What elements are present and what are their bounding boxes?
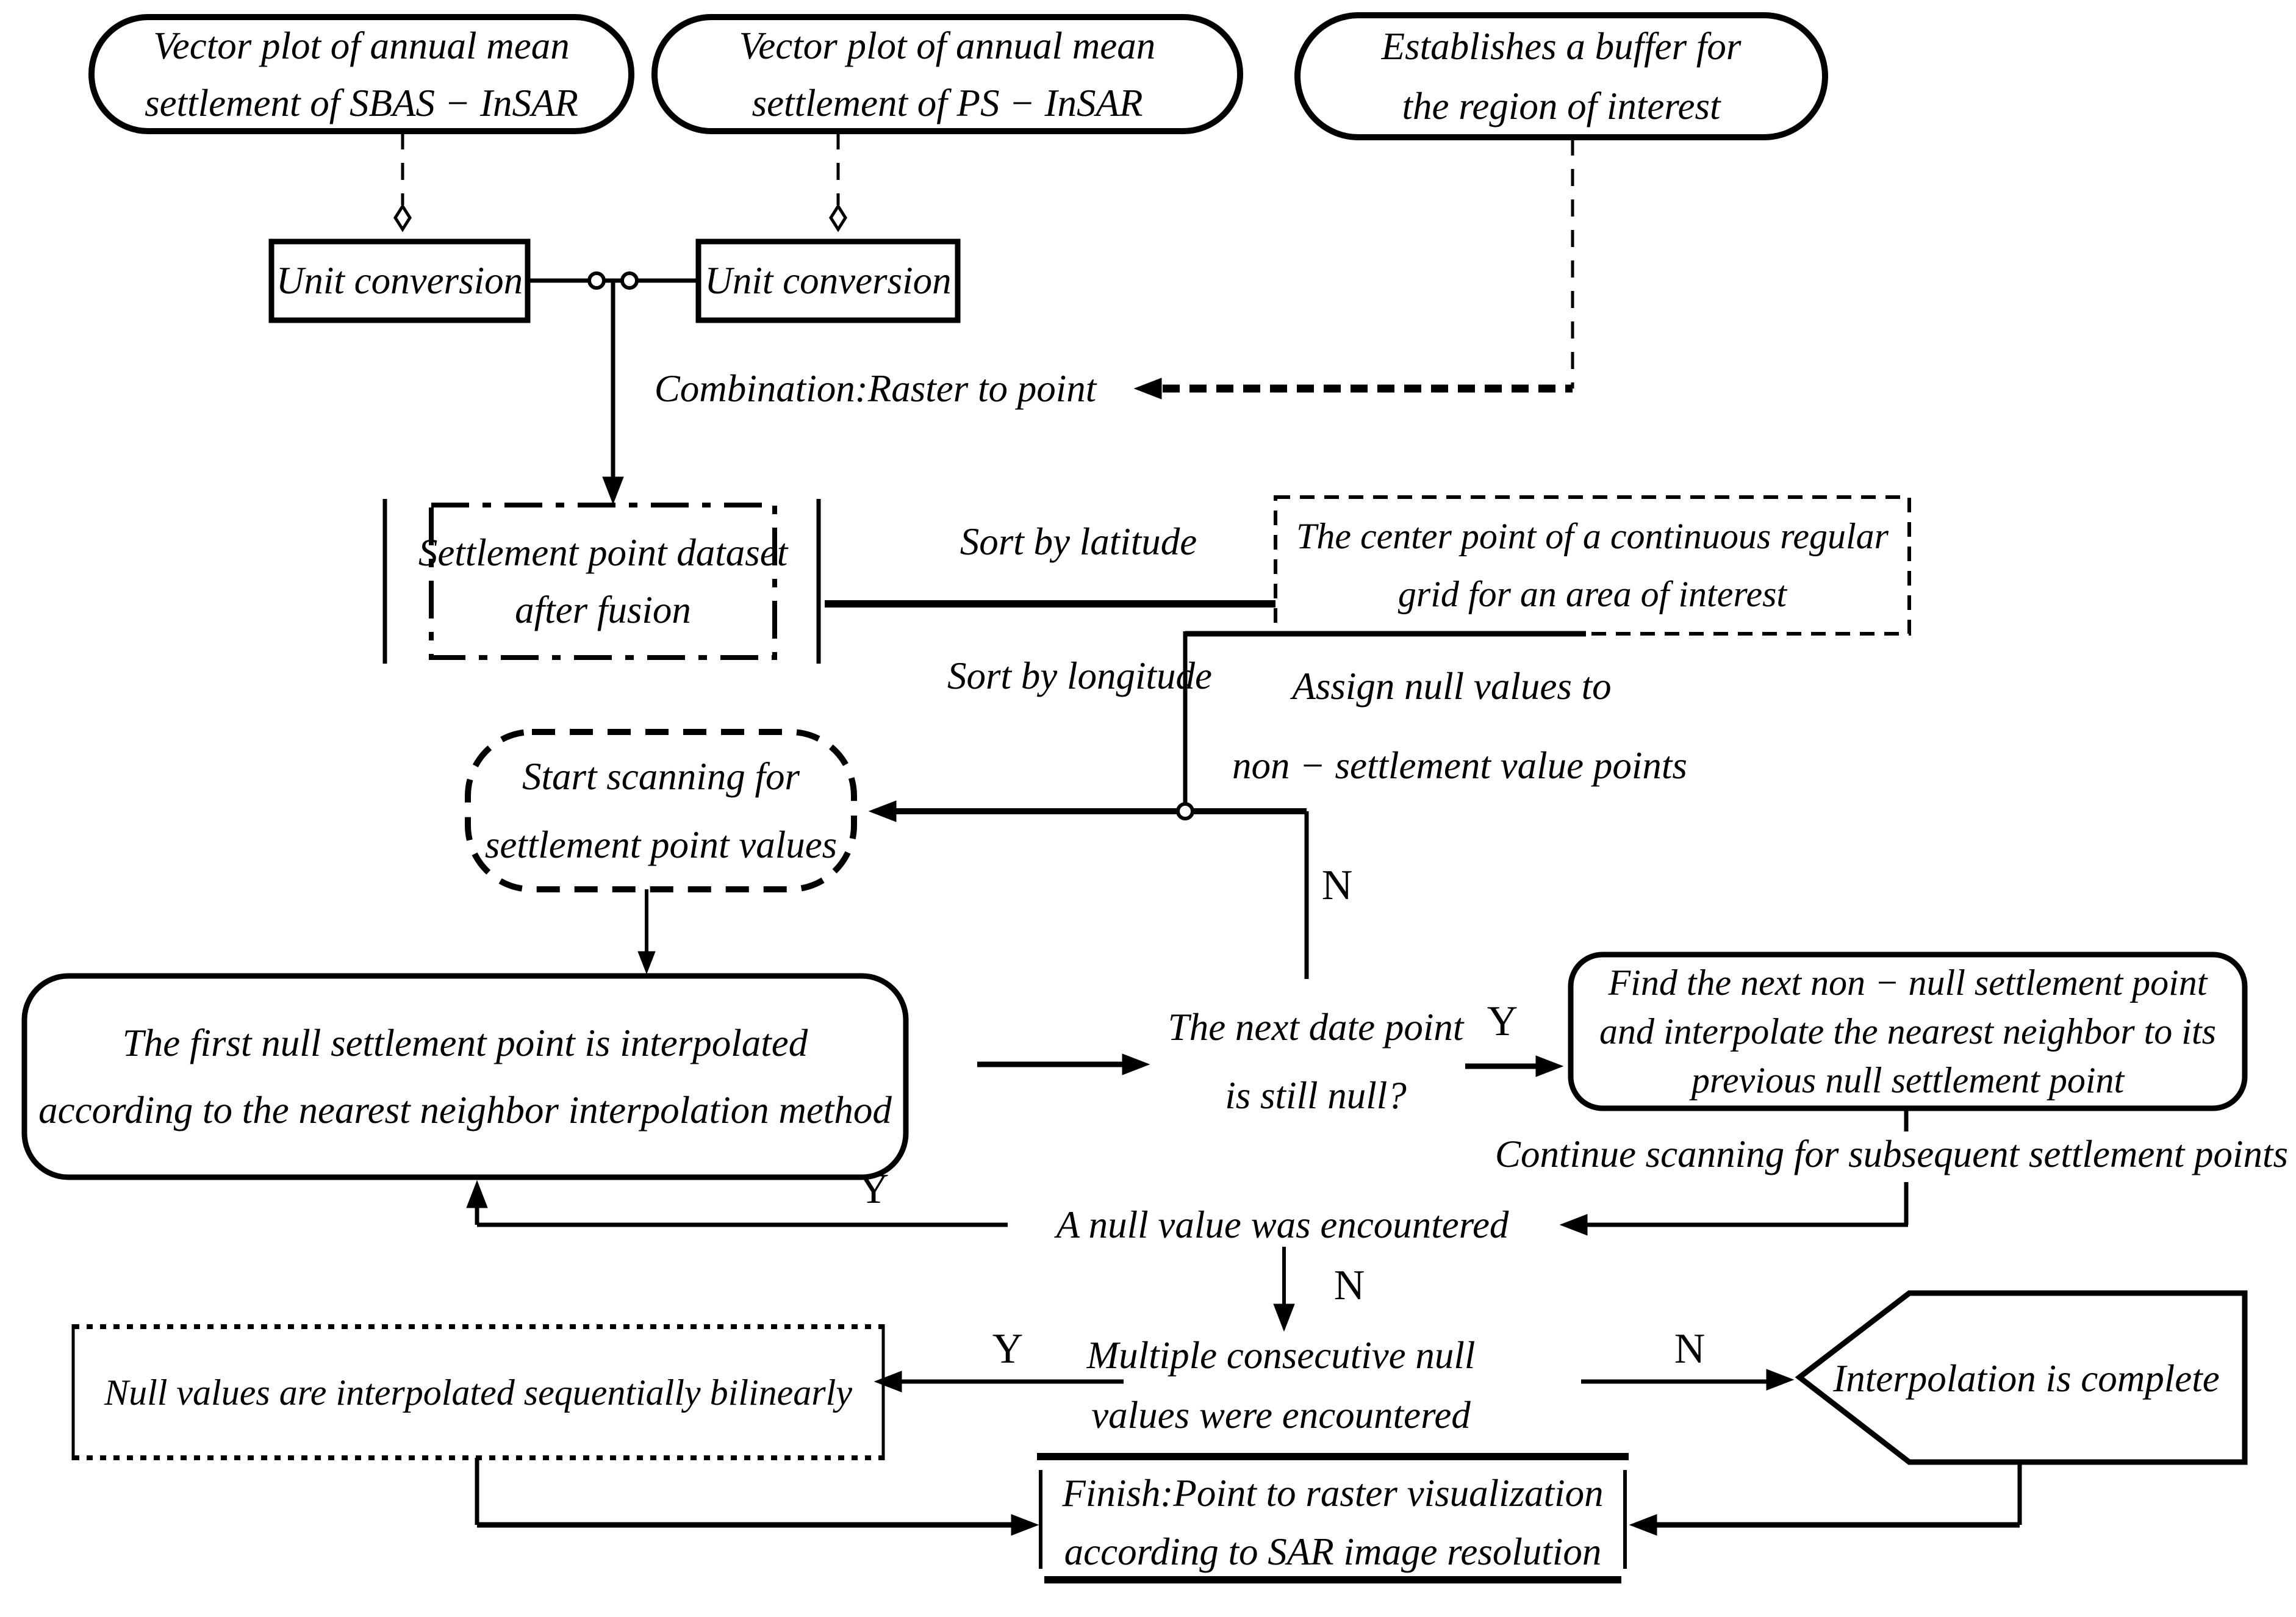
multiple-null-question-label: Multiple consecutive null values were en… (1086, 1334, 1476, 1436)
unit1-box-label: Unit conversion (276, 259, 523, 302)
first-null-box-shape (21, 973, 909, 1180)
buffer-box-shape (1294, 12, 1828, 140)
sort-latitude-label: Sort by latitude (960, 520, 1197, 563)
ps-diamond-arrowhead (829, 203, 847, 232)
up-arrowhead (466, 1180, 488, 1208)
left-arrowhead (874, 1371, 902, 1393)
edge-label-y-bilinear: Y (992, 1325, 1024, 1372)
left-arrowhead (1133, 378, 1162, 400)
find-next-box-label: Find the next non − null settlement poin… (1599, 963, 2216, 1100)
down-arrowhead (637, 951, 656, 975)
junction-circle (1176, 802, 1194, 820)
combination-label: Combination:Raster to point (654, 367, 1097, 410)
down-arrowhead (602, 476, 624, 505)
scan-box-label: Start scanning for settlement point valu… (484, 755, 838, 866)
unit1-box-shape (268, 238, 531, 323)
complete-pentagon-label: Interpolation is complete (1833, 1357, 2220, 1400)
assign-null-label-line1: Assign null values to (1292, 665, 1612, 708)
next-null-question-label: The next date point is still null? (1168, 1006, 1464, 1117)
edge-label-n-complete: N (1674, 1325, 1706, 1372)
assign-null-label-line2: non − settlement value points (1232, 744, 1687, 787)
edge-label-n-multiple: N (1333, 1262, 1365, 1309)
junction-circle (620, 271, 639, 290)
junction-circle (587, 271, 606, 290)
fusion-box-shape (429, 503, 777, 660)
right-arrowhead (1011, 1514, 1039, 1536)
sbas-box-shape (88, 14, 634, 134)
finish-box-label: Finish:Point to raster visualization acc… (1062, 1472, 1604, 1573)
unit2-box-label: Unit conversion (705, 259, 952, 302)
sbas-box-label: Vector plot of annual mean settlement of… (145, 24, 578, 124)
down-arrowhead (1273, 1303, 1295, 1332)
right-arrowhead (1535, 1055, 1564, 1077)
grid-box-shape (1274, 495, 1911, 636)
left-arrowhead (868, 800, 897, 822)
right-arrowhead (1122, 1053, 1150, 1075)
sort-longitude-label: Sort by longitude (947, 654, 1212, 697)
first-null-box-label: The first null settlement point is inter… (38, 1022, 892, 1131)
fusion-box-label: Settlement point dataset after fusion (418, 531, 788, 631)
left-arrowhead (1629, 1514, 1657, 1536)
continue-scanning-label: Continue scanning for subsequent settlem… (1494, 1133, 2289, 1175)
null-encountered-label: A null value was encountered (1056, 1203, 1509, 1246)
ps-box-label: Vector plot of annual mean settlement of… (739, 24, 1156, 124)
ps-box-shape (651, 14, 1243, 134)
complete-pentagon-shape (1795, 1290, 2248, 1465)
sbas-diamond-arrowhead (393, 203, 412, 232)
grid-box-label: The center point of a continuous regular… (1296, 516, 1889, 614)
edge-label-y-feedback: Y (858, 1166, 889, 1213)
scan-box-shape (465, 729, 857, 892)
left-arrowhead (1559, 1214, 1588, 1236)
edge-label-n-to-scan: N (1321, 862, 1353, 909)
buffer-box-label: Establishes a buffer for the region of i… (1381, 25, 1742, 127)
right-arrowhead (1766, 1369, 1795, 1391)
bilinear-box-label: Null values are interpolated sequentiall… (104, 1372, 852, 1413)
edge-label-y-to-find: Y (1487, 998, 1518, 1045)
